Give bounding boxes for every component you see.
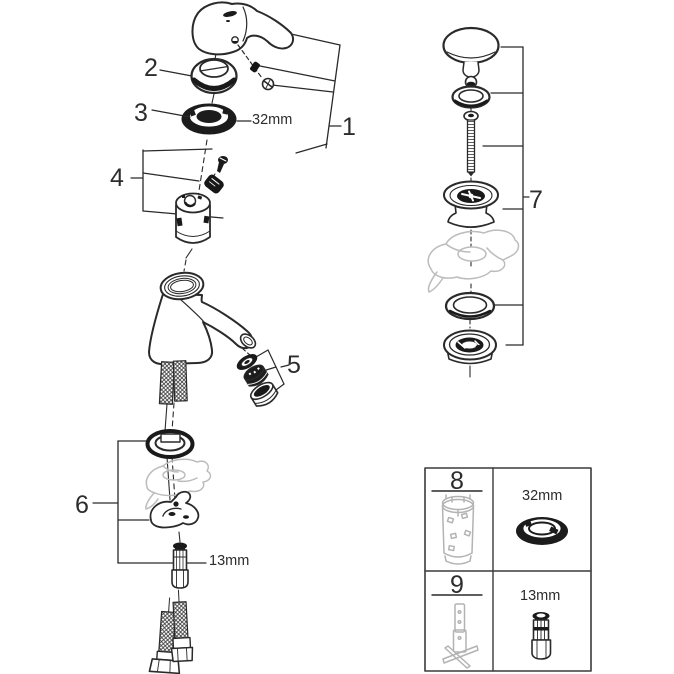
aerator-washer (236, 354, 258, 370)
callout-8: 8 (450, 467, 464, 495)
callout-bracket-5 (255, 349, 290, 394)
callout-7: 7 (529, 186, 543, 214)
dimension-label-13mm: 13mm (209, 553, 250, 569)
faucet-handle-lever (191, 1, 295, 56)
callout-2: 2 (144, 54, 158, 82)
drain-washer (444, 291, 496, 321)
drain-screw (463, 110, 479, 177)
horseshoe-washer (149, 490, 200, 529)
kit-dimension-label-32mm: 32mm (522, 488, 563, 504)
mounting-nut-32mm (151, 103, 252, 135)
trim-ring (159, 57, 238, 95)
kit-box (424, 467, 592, 672)
faucet-body (148, 271, 257, 366)
callout-3: 3 (134, 99, 148, 127)
drain-plug (442, 26, 500, 89)
callout-5: 5 (287, 351, 301, 379)
kit-dimension-label-13mm: 13mm (520, 588, 561, 604)
mounting-stud-13mm (171, 542, 189, 589)
callout-1: 1 (342, 113, 356, 141)
kit-stud-13mm (531, 612, 552, 660)
callout-9: 9 (450, 571, 464, 599)
callout-4: 4 (110, 164, 124, 192)
handle-screw-set (237, 44, 275, 91)
aerator-housing (249, 381, 279, 407)
ghost-deck-clamp (145, 458, 212, 510)
cartridge-tool (441, 494, 475, 565)
callout-bracket-7 (482, 46, 530, 346)
drain-seal-ring (451, 85, 491, 109)
aerator-insert (243, 364, 269, 387)
drain-flange (443, 180, 499, 228)
supply-hose-tails (148, 589, 194, 674)
supply-hoses (158, 360, 188, 405)
base-gasket (145, 429, 195, 459)
kit-nut-32mm (516, 517, 568, 545)
dimension-label-32mm: 32mm (252, 112, 293, 128)
install-tool (442, 603, 479, 669)
cartridge-screw (217, 156, 228, 173)
callout-bracket-1 (259, 33, 342, 154)
callout-6: 6 (75, 491, 89, 519)
callout-bracket-6 (92, 440, 207, 564)
cartridge (175, 192, 211, 244)
ghost-basin (427, 229, 520, 293)
cartridge-cap (204, 174, 224, 194)
drain-body (443, 329, 497, 365)
